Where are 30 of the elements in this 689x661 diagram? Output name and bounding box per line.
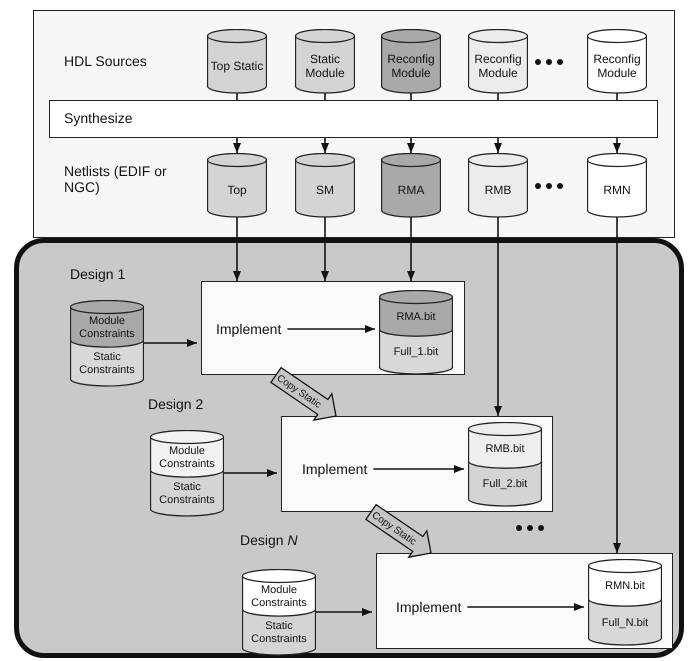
node-label: Synthesize [64, 110, 132, 127]
arrow [144, 339, 197, 347]
arrow [494, 138, 502, 153]
process-label: Implement [396, 596, 462, 618]
arrow [494, 217, 502, 416]
node-label: Netlists (EDIF or NGC) [64, 162, 168, 196]
design-label: Design 1 [70, 266, 126, 282]
arrow [613, 138, 621, 153]
arrow [407, 138, 415, 153]
process-band [49, 100, 658, 138]
arrow [373, 465, 464, 473]
node-label: HDL Sources [64, 52, 147, 70]
arrow [233, 138, 241, 153]
arrow [224, 469, 277, 477]
design-label: Design 2 [148, 396, 204, 412]
panel [33, 10, 675, 238]
arrow [287, 325, 375, 333]
group-panel [14, 238, 684, 658]
arrow [407, 217, 415, 281]
block-arrow [365, 504, 432, 558]
arrow [467, 603, 584, 611]
arrow [321, 138, 329, 153]
block-arrow [270, 366, 337, 422]
arrow [613, 217, 621, 553]
process-label: Implement [216, 318, 282, 340]
arrow [321, 217, 329, 281]
design-label: Design N [240, 532, 298, 548]
arrow [233, 217, 241, 281]
process-label: Implement [302, 458, 368, 480]
arrow [316, 608, 372, 616]
